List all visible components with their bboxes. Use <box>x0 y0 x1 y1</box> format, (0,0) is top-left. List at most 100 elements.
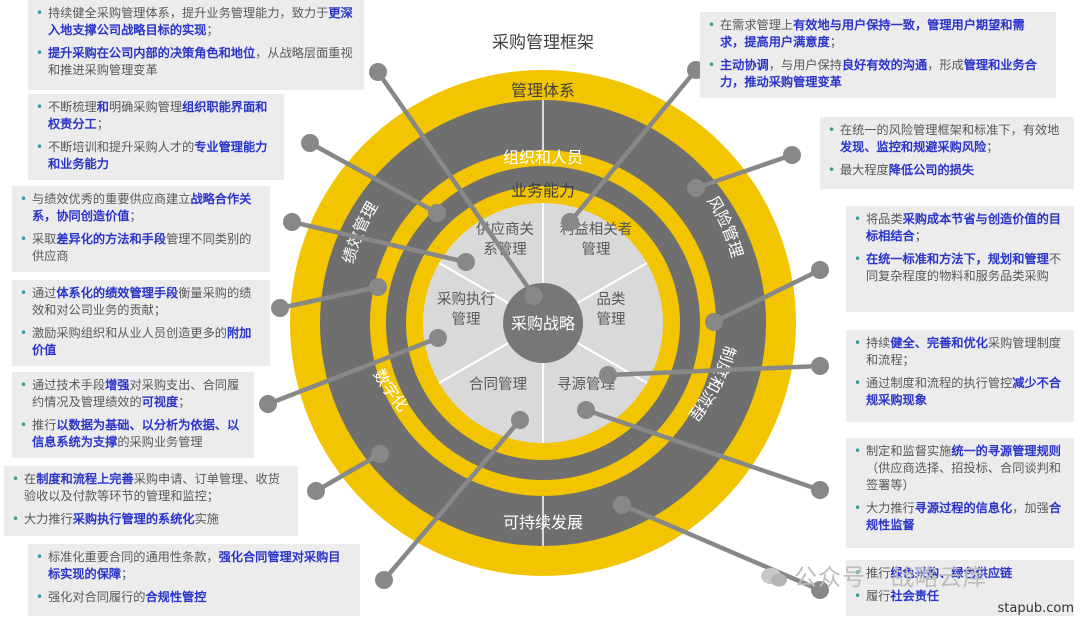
note-highlight: 寻源过程的信息化 <box>914 501 1013 515</box>
note-highlight: 统一的寻源管理规则 <box>951 444 1061 458</box>
connector-dot <box>783 146 801 164</box>
note-text: 推行 <box>32 418 57 432</box>
watermark-text: 公众号 · 战略云库 <box>794 565 987 591</box>
note-highlight: 和 <box>96 100 109 114</box>
note-bullet: 不断培训和提升采购人才的专业管理能力和业务能力 <box>36 139 276 173</box>
right-note-box: 在需求管理上有效地与用户保持一致，管理用户期望和需求，提高用户满意度；主动协调，… <box>700 12 1056 98</box>
left-note-box: 与绩效优秀的重要供应商建立战略合作关系，协同创造价值；采取差异化的方法和手段管理… <box>12 186 270 272</box>
note-highlight: 附加价值 <box>32 326 252 357</box>
note-text: 不同复杂程度的物料和服务品类采购 <box>866 252 1061 283</box>
connector-dot <box>687 179 705 197</box>
connector-line <box>277 284 381 311</box>
right-note-box: 持续健全、完善和优化采购管理制度和流程； 通过制度和流程的执行管控减少不合规采购现… <box>846 330 1074 422</box>
note-highlight: 制度和流程上完善 <box>36 472 134 486</box>
note-bullet: 推行绿色采购、绿色供应链 <box>854 565 1066 582</box>
note-text: 在统一的风险管理框架和标准下，有效地 <box>840 123 1060 137</box>
ring-label-business-capability: 业务能力 <box>511 181 575 200</box>
note-bullet: 在统一标准和方法下，规划和管理不同复杂程度的物料和服务品类采购 <box>854 251 1066 285</box>
right-note-box: 将品类采购成本节省与创造价值的目标相结合； 在统一标准和方法下，规划和管理不同复杂… <box>846 206 1074 312</box>
note-text: 衡量采购的绩效和对公司业务的贡献； <box>32 286 252 317</box>
note-bullet: 通过技术手段增强对采购支出、合同履约情况及管理绩效的可视度； <box>20 377 246 411</box>
left-note-box: 不断梳理和明确采购管理组织职能界面和权责分工； 不断培训和提升采购人才的专业管理能… <box>28 94 284 180</box>
connector-line <box>567 67 699 225</box>
note-text: 采购管理制度和流程； <box>866 336 1061 367</box>
note-text: ，与用户保持 <box>768 58 842 72</box>
note-text: ； <box>986 140 999 154</box>
note-text: 在 <box>24 472 37 486</box>
note-highlight: 主动协调 <box>720 58 769 72</box>
connector-line <box>289 219 469 265</box>
connector-line <box>619 502 823 593</box>
note-text: ，形成 <box>927 58 964 72</box>
note-text: 激励采购组织和从业人员创造更多的 <box>32 326 227 340</box>
note-text: ； <box>178 395 191 409</box>
note-text: 最大程度 <box>840 163 889 177</box>
note-highlight: 体系化的绩效管理手段 <box>56 286 179 300</box>
connector-dot <box>375 571 393 589</box>
connector-dot <box>811 357 829 375</box>
connector-dot <box>599 366 617 384</box>
connector-dot <box>283 213 301 231</box>
left-note-box: 通过技术手段增强对采购支出、合同履约情况及管理绩效的可视度；推行以数据为基础、以… <box>12 372 254 458</box>
note-highlight: 绿色采购、绿色供应链 <box>890 566 1013 580</box>
note-text: 明确采购管理 <box>108 100 183 114</box>
connector-dot <box>259 395 277 413</box>
left-note-box: 通过体系化的绩效管理手段衡量采购的绩效和对公司业务的贡献；激励采购组织和从业人员… <box>12 280 270 366</box>
ring-label-sustainable-development: 可持续发展 <box>503 513 583 532</box>
connector-line <box>583 407 823 493</box>
note-highlight: 合规性监督 <box>866 501 1061 532</box>
note-text: 持续健全采购管理体系，提升业务管理能力，致力于 <box>48 6 329 20</box>
connector-dot <box>525 287 543 305</box>
note-text: 大力推行 <box>24 512 73 526</box>
right-note-box: 在统一的风险管理框架和标准下，有效地发现、监控和规避采购风险；最大程度降低公司的… <box>820 117 1074 189</box>
note-highlight: 战略合作关系，协同创造价值 <box>32 192 252 223</box>
note-bullet: 在制度和流程上完善采购申请、订单管理、收货验收以及付款等环节的管理和监控； <box>12 471 290 505</box>
note-text: 不断培训和提升采购人才的 <box>48 140 195 154</box>
note-text: 将品类 <box>866 212 903 226</box>
note-bullet: 持续健全、完善和优化采购管理制度和流程； <box>854 335 1066 369</box>
note-text: 与绩效优秀的重要供应商建立 <box>32 192 191 206</box>
note-text: 大力推行 <box>866 501 915 515</box>
connector-dot <box>811 481 829 499</box>
connector-line <box>605 363 823 378</box>
note-bullet: 在需求管理上有效地与用户保持一致，管理用户期望和需求，提高用户满意度； <box>708 17 1048 51</box>
note-text: 采购申请、订单管理、收货验收以及付款等环节的管理和监控； <box>24 472 280 503</box>
connector-dot <box>811 261 829 279</box>
segment-divider <box>438 262 509 304</box>
connector-dot <box>307 482 325 500</box>
note-text: 履行 <box>866 589 891 603</box>
connector-line <box>265 335 441 407</box>
segment-divider <box>438 342 509 384</box>
note-text: ； <box>206 23 219 37</box>
connector-dot <box>369 63 387 81</box>
note-bullet: 标准化重要合同的通用性条款，强化合同管理对采购目标实现的保障； <box>36 549 352 583</box>
note-bullet: 将品类采购成本节省与创造价值的目标相结合； <box>854 211 1066 245</box>
segment-execution: 采购执行管理 <box>437 291 495 328</box>
note-text: 制定和监督实施 <box>866 444 952 458</box>
note-bullet: 通过制度和流程的执行管控减少不合规采购现象 <box>854 375 1066 409</box>
source-label: stapub.com <box>997 601 1074 616</box>
note-text: 对采购支出、合同履约情况及管理绩效的 <box>32 378 240 409</box>
note-text: ； <box>96 117 109 131</box>
note-highlight: 有效地与用户保持一致，管理用户期望和需求，提高用户满意度 <box>720 18 1025 49</box>
connector-line <box>307 140 440 216</box>
connector-dot <box>457 253 475 271</box>
connector-dot <box>511 411 529 429</box>
note-text: ，从战略层面重视和推进采购管理变革 <box>48 46 353 77</box>
note-text: 强化对合同履行的 <box>48 590 146 604</box>
note-text: ； <box>129 209 142 223</box>
right-note-box: 推行绿色采购、绿色供应链履行社会责任 <box>846 560 1074 616</box>
note-text: 通过技术手段 <box>32 378 106 392</box>
connector-dot <box>369 278 387 296</box>
right-note-box: 制定和监督实施统一的寻源管理规则（供应商选择、招投标、合同谈判和签署等）大力推行… <box>846 438 1074 548</box>
segment-divider <box>577 262 648 304</box>
note-bullet: 与绩效优秀的重要供应商建立战略合作关系，协同创造价值； <box>20 191 262 225</box>
segment-category: 品类管理 <box>597 291 626 328</box>
note-highlight: 减少不合规采购现象 <box>866 376 1061 407</box>
note-text: 在需求管理上 <box>720 18 794 32</box>
note-highlight: 健全、完善和优化 <box>890 336 988 350</box>
note-bullet: 不断梳理和明确采购管理组织职能界面和权责分工； <box>36 99 276 133</box>
note-highlight: 增强 <box>105 378 130 392</box>
note-highlight: 在统一标准和方法下，规划和管理 <box>866 252 1049 266</box>
note-bullet: 持续健全采购管理体系，提升业务管理能力，致力于更深入地支撑公司战略目标的实现； <box>36 5 356 39</box>
